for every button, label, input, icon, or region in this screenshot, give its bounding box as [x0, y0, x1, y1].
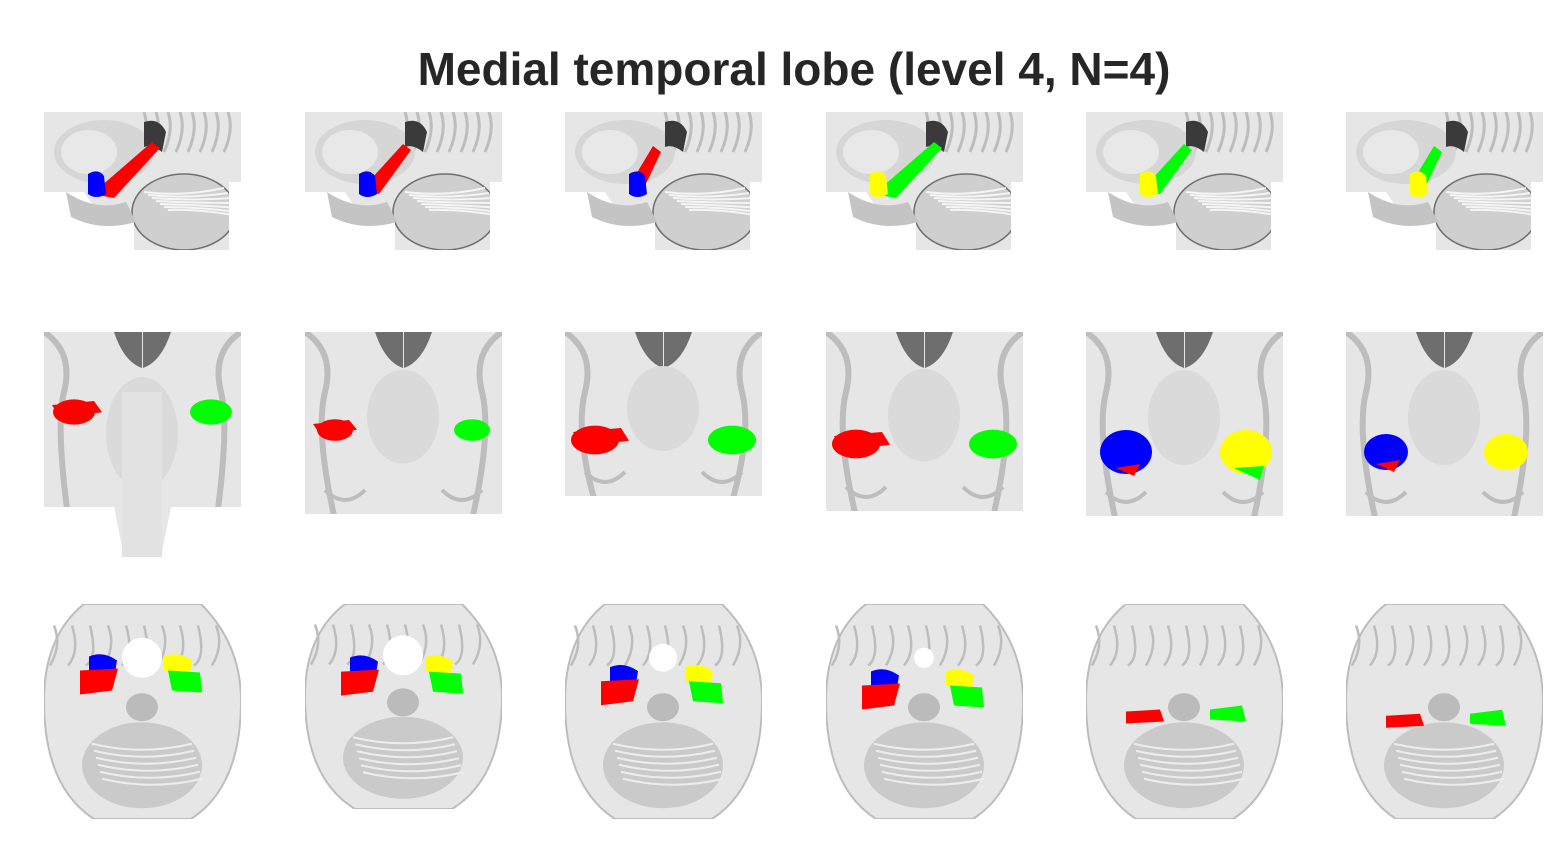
axial-slice-image	[1346, 604, 1543, 819]
coronal-slice-image	[1346, 332, 1543, 522]
sagittal-slice-image	[1346, 112, 1543, 250]
axial-slice-4	[826, 604, 1023, 819]
sagittal-slice-image	[305, 112, 502, 250]
coronal-slice-6	[1346, 332, 1543, 522]
region-blob	[88, 171, 106, 197]
sagittal-slice-image	[1086, 112, 1283, 250]
axial-slice-image	[565, 604, 762, 819]
region-blob	[359, 171, 377, 197]
axial-slice-1	[44, 604, 241, 819]
region-blob	[870, 171, 888, 197]
axial-slice-image	[826, 604, 1023, 819]
coronal-slice-image	[826, 332, 1023, 517]
axial-slice-6	[1346, 604, 1543, 819]
coronal-slice-image	[44, 332, 241, 557]
coronal-slice-4	[826, 332, 1023, 517]
coronal-slice-1	[44, 332, 241, 557]
axial-slice-image	[1086, 604, 1283, 819]
region-strip	[874, 142, 942, 198]
sagittal-slice-3	[565, 112, 762, 250]
sagittal-slice-2	[305, 112, 502, 250]
figure-title: Medial temporal lobe (level 4, N=4)	[417, 43, 1171, 95]
coronal-slice-image	[565, 332, 762, 502]
coronal-slice-image	[305, 332, 502, 520]
axial-slice-3	[565, 604, 762, 819]
sagittal-slice-4	[826, 112, 1023, 250]
sagittal-slice-6	[1346, 112, 1543, 250]
sagittal-slice-image	[565, 112, 762, 250]
axial-slice-image	[305, 604, 502, 809]
sagittal-slice-1	[44, 112, 241, 250]
region-blob	[629, 171, 647, 197]
coronal-slice-5	[1086, 332, 1283, 522]
region-strip	[92, 142, 160, 198]
axial-slice-2	[305, 604, 502, 809]
region-blob	[1410, 171, 1428, 197]
sagittal-slice-5	[1086, 112, 1283, 250]
coronal-slice-3	[565, 332, 762, 502]
axial-slice-image	[44, 604, 241, 819]
coronal-slice-image	[1086, 332, 1283, 522]
axial-slice-5	[1086, 604, 1283, 819]
coronal-slice-2	[305, 332, 502, 520]
region-blob	[1140, 171, 1158, 197]
sagittal-slice-image	[826, 112, 1023, 250]
sagittal-slice-image	[44, 112, 241, 250]
